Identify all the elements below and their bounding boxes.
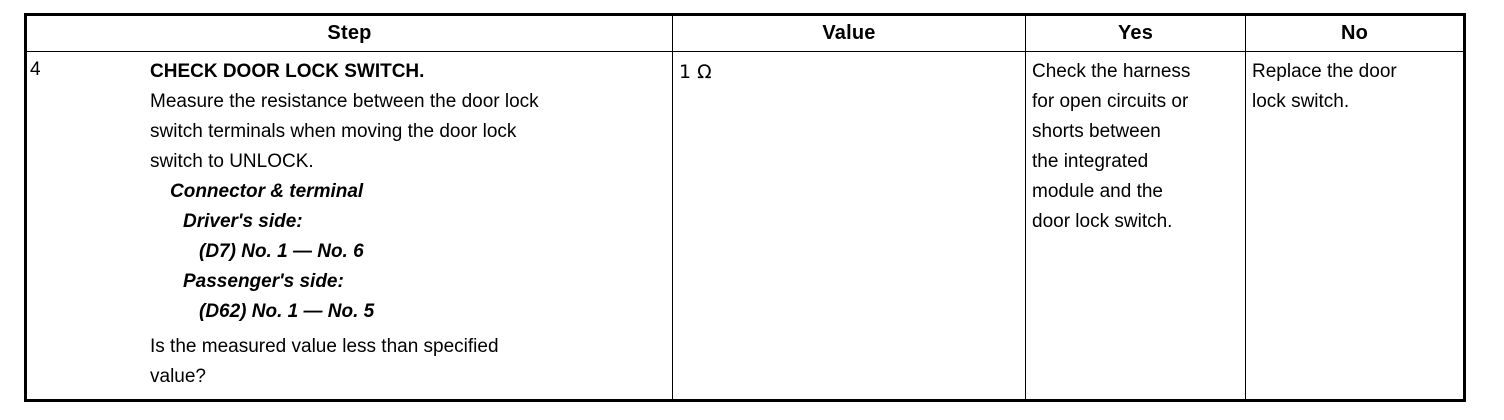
table-header-row: Step Value Yes No	[27, 16, 1463, 52]
step-line-title: CHECK DOOR LOCK SWITCH.	[150, 61, 425, 82]
column-header-no: No	[1245, 16, 1463, 51]
yes-line: shorts between	[1032, 121, 1161, 142]
column-header-yes: Yes	[1025, 16, 1245, 51]
no-text-block: Replace the door lock switch.	[1252, 57, 1459, 117]
diagnostic-step-table: Step Value Yes No 4 CHECK DOOR LOCK SWIT…	[24, 13, 1466, 402]
step-line-connector-heading: Connector & terminal	[170, 181, 364, 202]
yes-line: the integrated	[1032, 151, 1149, 172]
step-line-body: switch terminals when moving the door lo…	[150, 121, 517, 142]
cell-yes: Check the harness for open circuits or s…	[1025, 52, 1245, 399]
value-specification: 1 Ω	[679, 61, 712, 83]
yes-line: for open circuits or	[1032, 91, 1189, 112]
step-line-passenger-side-label: Passenger's side:	[183, 271, 344, 292]
step-line-question: Is the measured value less than specifie…	[150, 336, 499, 357]
yes-line: door lock switch.	[1032, 211, 1173, 232]
cell-value: 1 Ω	[672, 52, 1025, 399]
value-text-block: 1 Ω	[679, 57, 1021, 87]
yes-line: module and the	[1032, 181, 1163, 202]
yes-line: Check the harness	[1032, 61, 1191, 82]
step-instruction-block: CHECK DOOR LOCK SWITCH. Measure the resi…	[150, 57, 668, 392]
step-line-body: Measure the resistance between the door …	[150, 91, 539, 112]
column-header-value: Value	[672, 16, 1025, 51]
step-line-body: switch to UNLOCK.	[150, 151, 314, 172]
step-line-driver-side-terminals: (D7) No. 1 — No. 6	[199, 241, 364, 262]
step-line-question-cont: value?	[150, 366, 206, 387]
no-line: lock switch.	[1252, 91, 1350, 112]
column-header-step: Step	[327, 22, 372, 44]
no-line: Replace the door	[1252, 61, 1397, 82]
step-line-passenger-side-terminals: (D62) No. 1 — No. 5	[199, 301, 375, 322]
step-number: 4	[30, 59, 41, 80]
cell-step: 4 CHECK DOOR LOCK SWITCH. Measure the re…	[27, 52, 672, 399]
cell-no: Replace the door lock switch.	[1245, 52, 1463, 399]
table-row: 4 CHECK DOOR LOCK SWITCH. Measure the re…	[27, 52, 1463, 399]
yes-text-block: Check the harness for open circuits or s…	[1032, 57, 1241, 237]
step-line-driver-side-label: Driver's side:	[183, 211, 303, 232]
